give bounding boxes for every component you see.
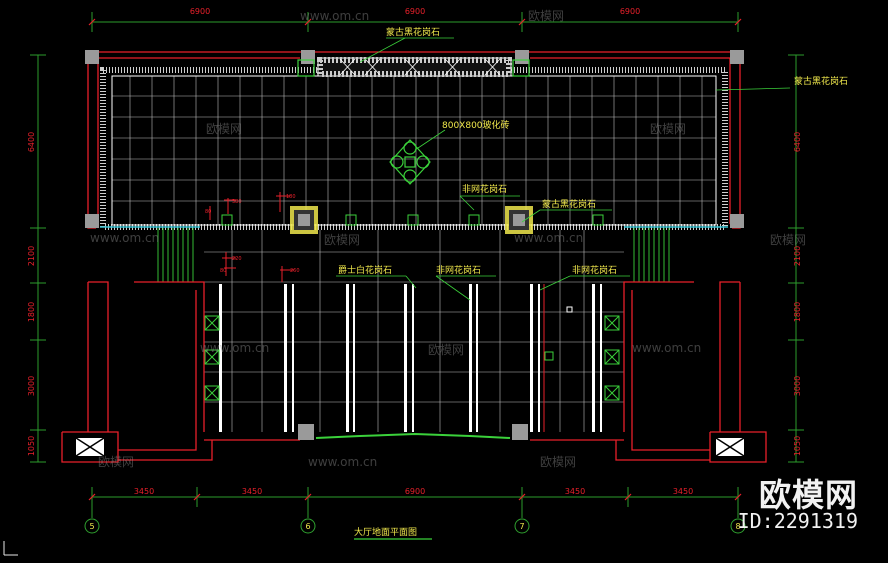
stair-hatch-left xyxy=(157,228,194,282)
stair-hatch-right xyxy=(633,228,670,282)
lower-corridor xyxy=(61,230,767,463)
small-dim-2: 80 xyxy=(205,209,211,215)
watermark-site: www.om.cn xyxy=(514,231,583,245)
lower-walls xyxy=(61,281,767,463)
corner-boxes xyxy=(75,437,745,457)
dim-left-2: 2100 xyxy=(27,246,36,266)
watermark-brand: 欧模网 xyxy=(528,9,564,23)
dim-right-5: 1050 xyxy=(793,436,802,456)
axis-bubbles: 5 6 7 8 xyxy=(84,518,746,534)
leader-lines xyxy=(336,37,791,301)
watermark-brand: 欧模网 xyxy=(98,455,134,469)
axis-label-8: 8 xyxy=(735,522,740,531)
tile-grid xyxy=(112,76,716,225)
small-dim-4: 220 xyxy=(232,256,242,262)
watermark-site: www.om.cn xyxy=(632,341,701,355)
dim-right-2: 2100 xyxy=(793,246,802,266)
column xyxy=(85,50,99,64)
small-dim-marks xyxy=(209,192,294,282)
dim-bottom-3: 6900 xyxy=(405,487,425,496)
dim-top-3: 6900 xyxy=(620,7,640,16)
columns xyxy=(85,50,744,228)
pillar-features xyxy=(221,206,604,234)
column xyxy=(85,214,99,228)
watermark-brand: 欧模网 xyxy=(540,455,576,469)
entrance xyxy=(298,424,528,440)
label-mongolian-black-top: 蒙古黑花岗石 xyxy=(386,26,440,38)
dim-right-1: 6400 xyxy=(793,132,802,152)
watermark-brand: 欧模网 xyxy=(770,233,806,247)
floor-medallion xyxy=(389,139,431,185)
small-dim-3: 180 xyxy=(286,194,296,200)
dim-left-4: 3000 xyxy=(27,376,36,396)
side-niches xyxy=(204,306,620,401)
dim-bottom-5: 3450 xyxy=(673,487,693,496)
watermark-brand: 欧模网 xyxy=(206,122,242,136)
column xyxy=(301,50,315,64)
watermark-brand: 欧模网 xyxy=(324,233,360,247)
watermark-site: www.om.cn xyxy=(300,9,369,23)
dim-top-2: 6900 xyxy=(405,7,425,16)
dim-bottom-4: 3450 xyxy=(565,487,585,496)
dimension-lines xyxy=(30,12,804,518)
label-vitrified-tile: 800X800玻化砖 xyxy=(442,119,510,131)
dim-left-3: 1800 xyxy=(27,302,36,322)
watermark-site: www.om.cn xyxy=(200,341,269,355)
column xyxy=(730,50,744,64)
watermark-id: ID:2291319 xyxy=(737,509,858,533)
granite-border xyxy=(100,57,728,230)
watermark-brand: 欧模网 xyxy=(428,343,464,357)
watermarks: www.om.cn 欧模网 www.om.cn 欧模网 www.om.cn 欧模… xyxy=(90,9,806,469)
material-labels: 蒙古黑花岗石 蒙古黑花岗石 800X800玻化砖 非网花岗石 蒙古黑花岗石 爵士… xyxy=(338,26,848,276)
dim-right-4: 3000 xyxy=(793,376,802,396)
watermark-site: www.om.cn xyxy=(90,231,159,245)
watermark-brand-large: 欧模网 xyxy=(758,476,858,514)
label-jazz-white: 爵士白花岗石 xyxy=(338,264,392,276)
axis-label-7: 7 xyxy=(519,522,524,531)
dim-right-3: 1800 xyxy=(793,302,802,322)
axis-bubble-5 xyxy=(84,518,100,534)
label-african-granite-center: 非网花岗石 xyxy=(462,183,507,195)
dimension-ticks xyxy=(88,18,742,501)
drawing-title: 大厅地面平面图 xyxy=(354,526,417,538)
watermark-site: www.om.cn xyxy=(308,455,377,469)
small-dim-6: 260 xyxy=(290,268,300,274)
dimension-text-vertical: 6400 2100 1800 3000 1050 6400 2100 1800 … xyxy=(27,132,802,456)
dim-top-1: 6900 xyxy=(190,7,210,16)
ucs-icon xyxy=(3,541,18,556)
granite-strips xyxy=(219,284,602,432)
label-mongolian-black-mid: 蒙古黑花岗石 xyxy=(542,198,596,210)
label-african-granite-right: 非网花岗石 xyxy=(572,264,617,276)
dim-bottom-2: 3450 xyxy=(242,487,262,496)
upper-walls xyxy=(87,51,741,229)
column xyxy=(730,214,744,228)
dim-left-1: 6400 xyxy=(27,132,36,152)
small-dim-1: 380 xyxy=(232,199,242,205)
dim-bottom-1: 3450 xyxy=(134,487,154,496)
axis-bubble-8 xyxy=(730,518,746,534)
column xyxy=(515,50,529,64)
dimension-text: 6900 6900 6900 3450 3450 6900 3450 3450 xyxy=(134,7,693,496)
dim-left-5: 1050 xyxy=(27,436,36,456)
label-african-granite-left: 非网花岗石 xyxy=(436,264,481,276)
axis-label-6: 6 xyxy=(305,522,310,531)
small-dim-5: 80 xyxy=(220,268,226,274)
upper-hall xyxy=(85,50,744,282)
axis-label-5: 5 xyxy=(89,522,94,531)
axis-bubble-7 xyxy=(514,518,530,534)
watermark-brand: 欧模网 xyxy=(650,122,686,136)
label-mongolian-black-right: 蒙古黑花岗石 xyxy=(794,75,848,87)
small-dim-text: 380 80 180 220 80 260 xyxy=(205,194,300,274)
axis-bubble-6 xyxy=(300,518,316,534)
